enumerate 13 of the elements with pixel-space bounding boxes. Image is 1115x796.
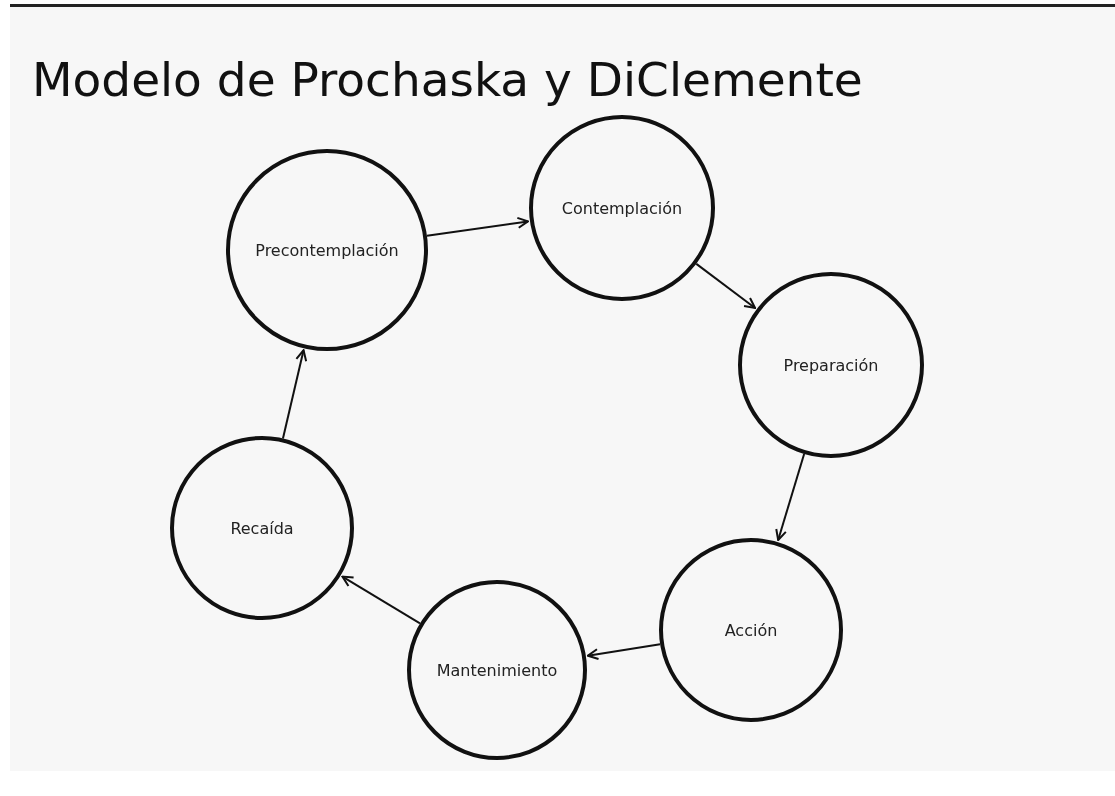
arrow bbox=[281, 349, 308, 440]
stage-label: Recaída bbox=[230, 518, 294, 538]
arrow bbox=[695, 262, 757, 309]
diagram-title: Modelo de Prochaska y DiClemente bbox=[32, 52, 863, 107]
stage-label: Acción bbox=[724, 620, 778, 640]
stage-label: Mantenimiento bbox=[436, 660, 558, 680]
stage-label: Preparación bbox=[783, 355, 879, 375]
arrow bbox=[426, 216, 529, 237]
arrow bbox=[341, 575, 421, 625]
arrow bbox=[586, 643, 662, 661]
stage-label: Contemplación bbox=[561, 198, 683, 218]
stage-label: Precontemplación bbox=[255, 240, 399, 260]
arrow bbox=[775, 453, 806, 541]
